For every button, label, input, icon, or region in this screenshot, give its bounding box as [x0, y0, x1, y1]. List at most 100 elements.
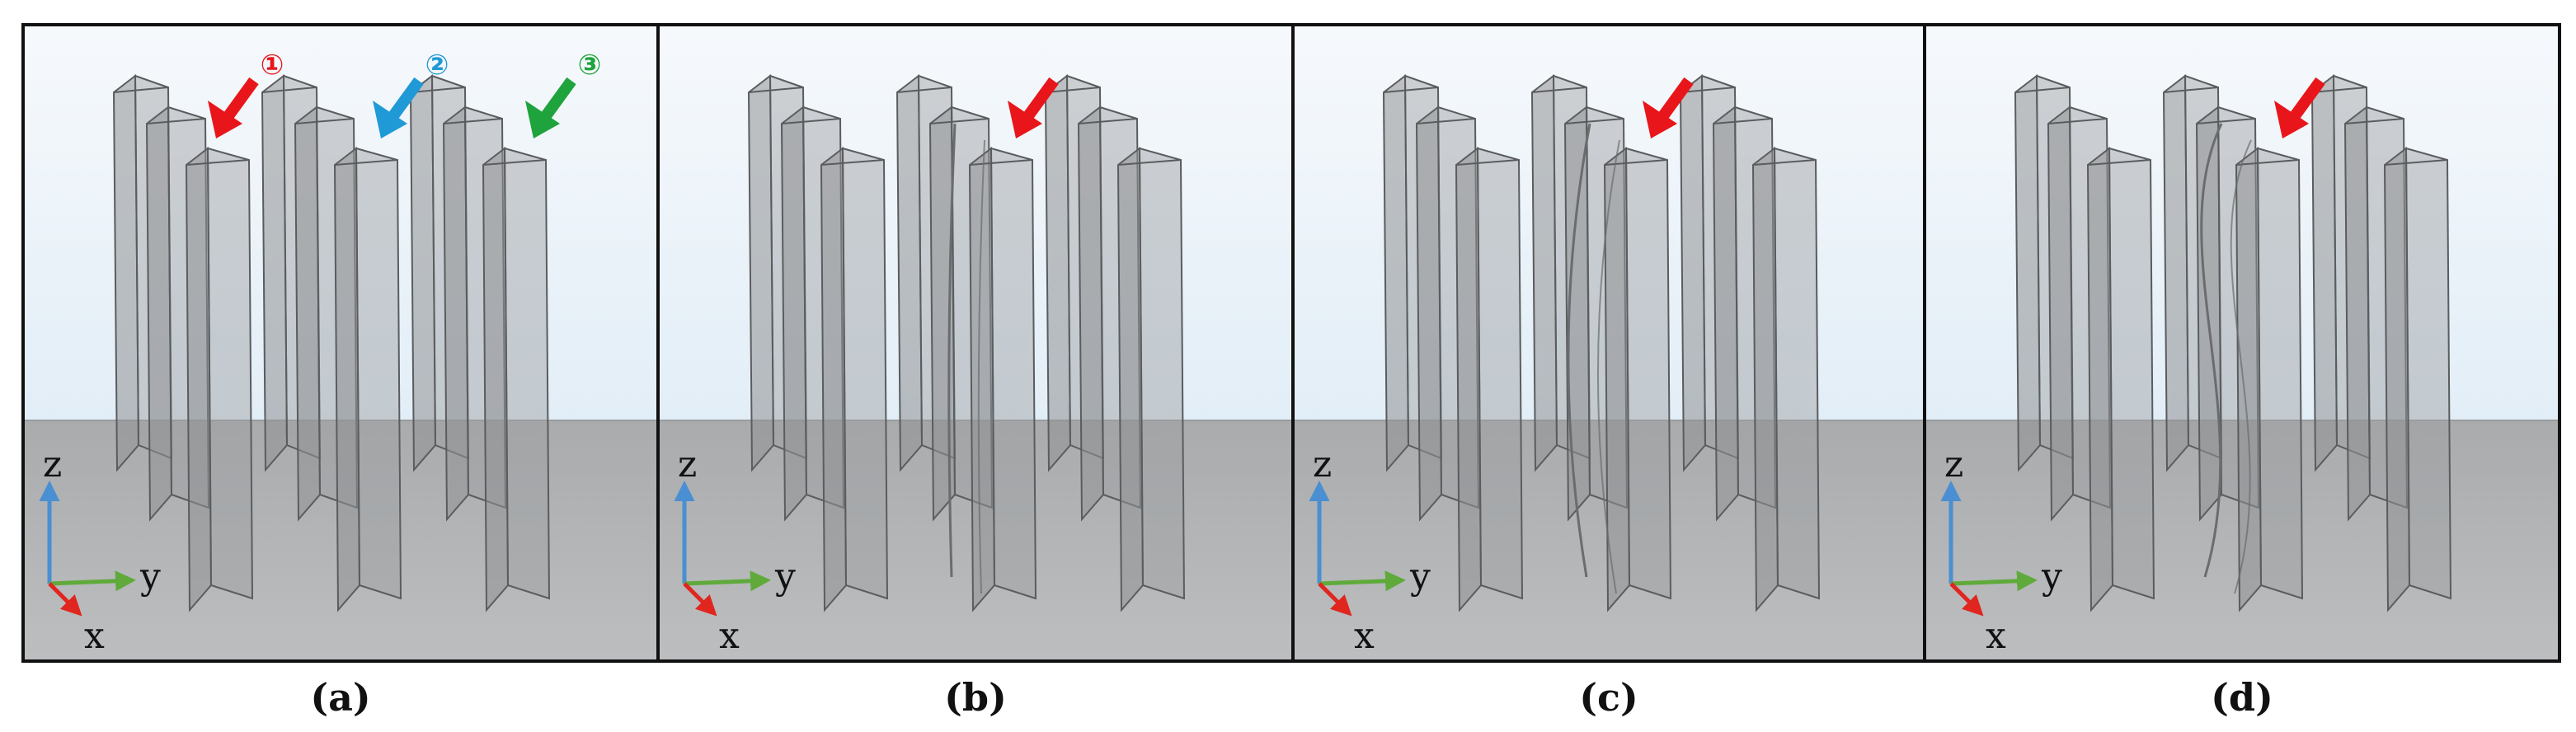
fin-side-face [1751, 146, 1779, 612]
fin-top-edge [781, 118, 841, 124]
fin-side-face [2195, 105, 2223, 522]
y-axis-label: y [139, 556, 161, 598]
fin-top-edge [1416, 118, 1476, 124]
fin-side-face [112, 73, 140, 472]
fin-front-face [990, 147, 1037, 600]
fin-front-face [1773, 147, 1821, 600]
fin-side-face [2014, 73, 2042, 472]
fin-front-face [206, 147, 254, 600]
fin-front-face [1138, 147, 1186, 600]
x-axis-arrow [1318, 582, 1352, 617]
fin-top-edge [443, 118, 503, 124]
fin-side-face [261, 73, 289, 472]
fin-side-face [294, 105, 322, 522]
fin-side-face [2047, 105, 2075, 522]
z-axis-label: z [43, 443, 62, 486]
fin-top-edge [186, 159, 250, 166]
fin-front-face [2256, 147, 2304, 600]
x-axis-label: x [84, 615, 105, 657]
panel-d: zyx (d) [1923, 23, 2561, 720]
x-axis-arrow [48, 582, 82, 617]
fin-side-face [1530, 73, 1558, 472]
fin-side-face [409, 73, 437, 472]
fin-side-face [185, 146, 213, 612]
indicator-arrow-head [208, 101, 242, 138]
indicator-arrow-number: ③ [578, 49, 602, 82]
fin-side-face [928, 105, 957, 522]
fin-array: zyx [660, 73, 1291, 659]
indicator-arrow-head [1008, 101, 1042, 138]
fin-deformation-curve [2230, 139, 2252, 594]
fin-side-face [747, 73, 775, 472]
indicator-arrow-head [373, 101, 407, 138]
fin-top-edge [1564, 118, 1624, 124]
fin-deformation-curve [947, 123, 957, 578]
fin-top-edge [2311, 87, 2367, 93]
panel-label: (b) [944, 675, 1007, 720]
fin-top-edge [294, 118, 355, 124]
fin-front-face [503, 147, 551, 600]
fin-side-face [2235, 146, 2263, 612]
fin-side-face [2343, 105, 2372, 522]
fin-side-face [895, 73, 924, 472]
panel-label: (c) [1579, 675, 1638, 720]
fin-deformation-curve [1567, 123, 1591, 578]
fin-top-edge [146, 118, 206, 124]
fin-side-face [2383, 146, 2411, 612]
panel-label: (a) [310, 675, 370, 720]
fin-top-edge [1045, 87, 1101, 93]
fin-side-face [1455, 146, 1483, 612]
panel-label: (d) [2211, 675, 2273, 720]
indicator-arrow-shaft [1022, 77, 1059, 121]
fin-front-face [1624, 147, 1672, 600]
fin-side-face [1679, 73, 1707, 472]
fin-side-face [2310, 73, 2339, 472]
panel-border [1923, 23, 2561, 663]
fin-side-face [1415, 105, 1443, 522]
fin-top-edge [2014, 87, 2071, 93]
fin-top-edge [2196, 118, 2256, 124]
x-axis-arrow [1949, 582, 1984, 617]
fin-top-edge [410, 87, 466, 93]
fin-deformation-curve [977, 139, 985, 594]
fin-top-edge [1117, 159, 1182, 166]
fin-side-face [333, 146, 361, 612]
fin-deformation-curve [1597, 139, 1620, 594]
fin-top-edge [1383, 87, 1439, 93]
y-axis-arrow [49, 570, 136, 592]
fin-side-face [1044, 73, 1072, 472]
fin-top-edge [929, 118, 990, 124]
y-axis-arrow [1319, 570, 1406, 592]
fin-side-face [482, 146, 510, 612]
fin-side-face [780, 105, 808, 522]
indicator-arrow-shaft [1657, 77, 1694, 121]
fin-top-edge [261, 87, 317, 93]
fin-side-face [820, 146, 848, 612]
x-axis-label: x [719, 615, 740, 657]
fin-side-face [1382, 73, 1410, 472]
indicator-arrow-head [1643, 101, 1677, 138]
y-axis-arrow [684, 570, 771, 592]
fin-top-edge [2344, 118, 2404, 124]
fin-top-edge [1752, 159, 1817, 166]
fin-top-edge [482, 159, 547, 166]
fin-top-edge [820, 159, 885, 166]
z-axis-label: z [1944, 443, 1963, 486]
fin-side-face [442, 105, 470, 522]
fin-top-edge [1455, 159, 1520, 166]
fin-front-face [2404, 147, 2452, 600]
indicator-arrow-shaft [388, 77, 424, 121]
x-axis-label: x [1354, 615, 1375, 657]
x-axis-arrow [683, 582, 717, 617]
fin-array: zyx [1295, 73, 1923, 659]
y-axis-label: y [774, 556, 796, 598]
fin-top-edge [2047, 118, 2108, 124]
indicator-arrow-number: ① [261, 49, 284, 82]
panel-b: zyx (b) [656, 23, 1295, 720]
fin-deformation-curve [2200, 123, 2223, 578]
y-axis-label: y [1409, 556, 1431, 598]
arrow-markers [2274, 77, 2325, 138]
indicator-arrow-shaft [223, 77, 259, 121]
